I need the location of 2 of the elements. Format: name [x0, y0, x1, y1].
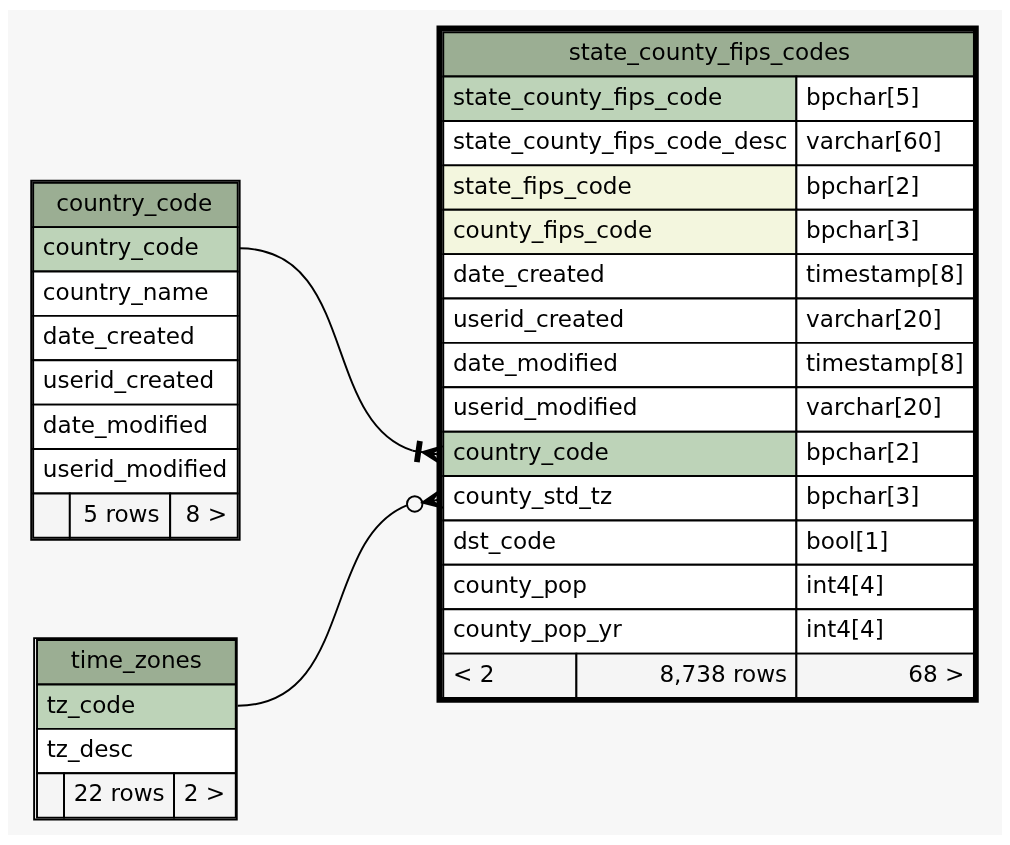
- connector: [236, 489, 444, 707]
- connector: [238, 247, 444, 465]
